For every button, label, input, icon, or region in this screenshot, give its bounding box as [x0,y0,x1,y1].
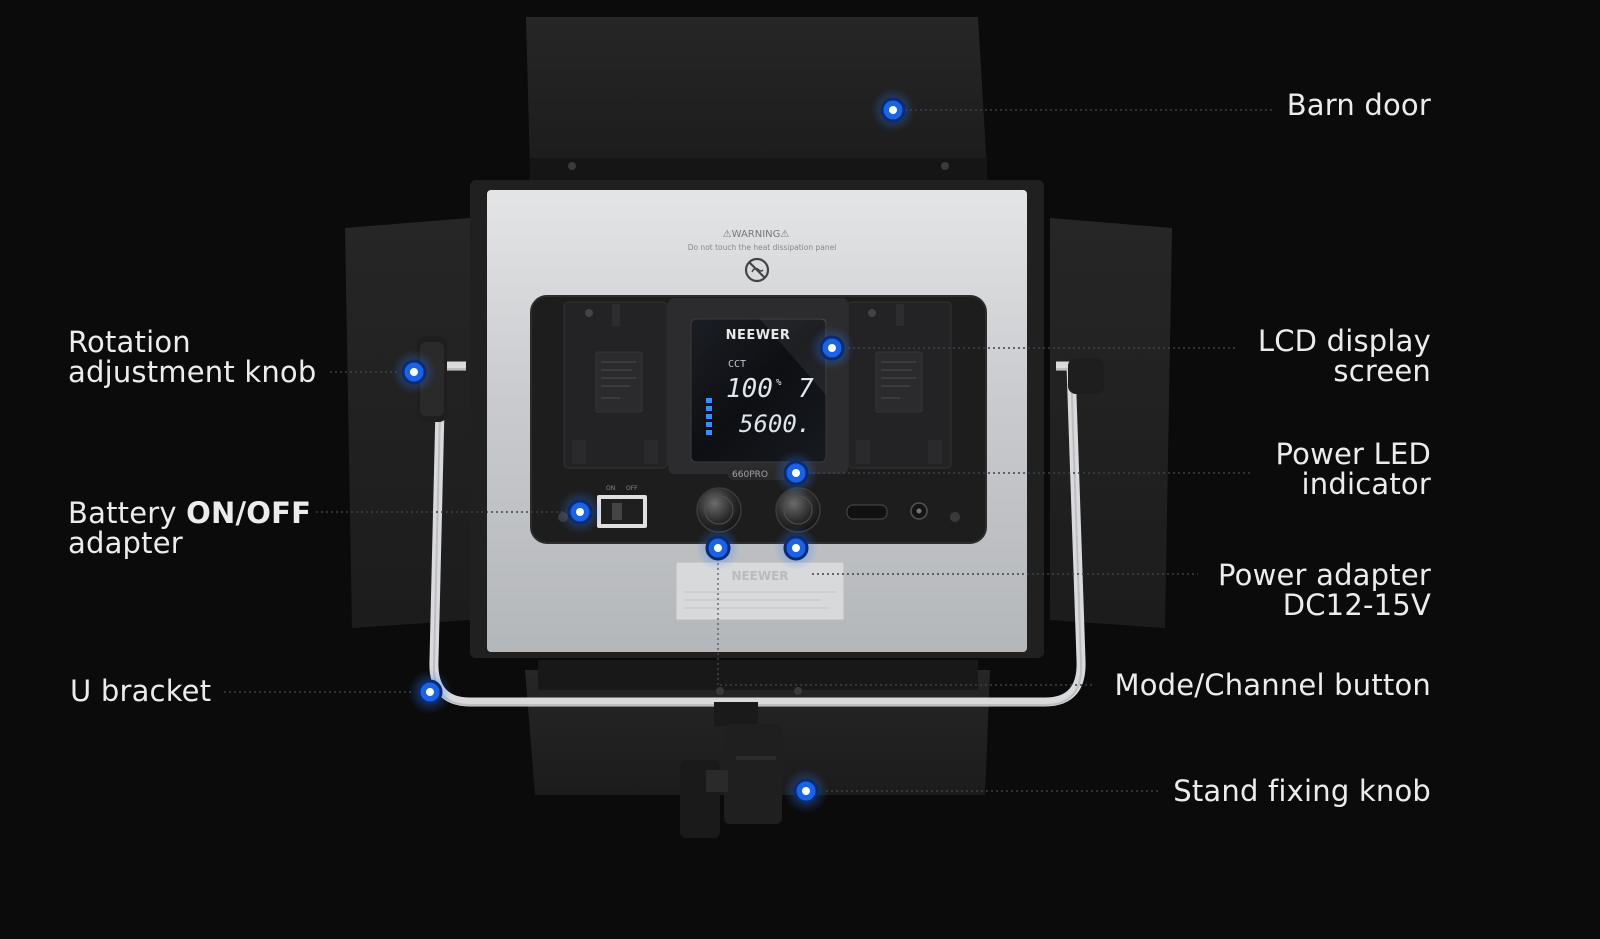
callout-barn-door-text: Barn door [1286,88,1431,122]
battery-slot-right [847,301,952,469]
battery-slot-left [563,301,668,469]
marker-stand-knob[interactable] [784,769,828,813]
callout-lcd-screen-line1: LCD display [1257,324,1431,358]
marker-barn-door[interactable] [871,88,915,132]
lcd-brightness: 100 [726,374,773,404]
screw [716,687,724,695]
marker-battery-switch[interactable] [558,490,602,534]
marker-lcd-screen[interactable] [810,326,854,370]
marker-power-led[interactable] [774,451,818,495]
barn-door-right [1050,218,1172,628]
lcd-mode: CCT [728,359,746,370]
screw [794,687,802,695]
brightness-knob[interactable] [696,487,742,533]
model-label: 660PRO [732,470,768,480]
marker-mode-button[interactable] [696,526,740,570]
hinge-screw [568,162,576,170]
lcd-display-screen [690,318,827,463]
barn-door-top [526,17,987,170]
callout-power-adapter-line1: Power adapter [1218,558,1431,592]
sticker-brand: NEEWER [731,569,788,583]
screw [950,512,960,522]
callout-rotation-knob-line2: adjustment knob [68,355,317,389]
callout-power-led-line1: Power LED [1275,437,1431,471]
callout-power-adapter: Power adapter DC12-15V [1218,560,1431,620]
warning-text: Do not touch the heat dissipation panel [688,243,837,252]
callout-rotation-knob-line1: Rotation [68,325,191,359]
battery-on-label: ON [606,485,615,492]
marker-power-adapter[interactable] [774,526,818,570]
callout-power-led-line2: indicator [1301,467,1431,501]
callout-lcd-screen: LCD display screen [1258,326,1431,386]
battery-off-label: OFF [626,485,638,492]
lcd-level-bar [706,398,712,435]
callout-battery-switch-line1: Battery ON/OFF [68,498,311,528]
callout-stand-knob-text: Stand fixing knob [1173,774,1431,808]
brand-logo: NEEWER [726,328,791,343]
dc-input-port [910,502,928,520]
hinge-screw [941,162,949,170]
callout-rotation-knob: Rotation adjustment knob [68,327,316,387]
lcd-channel: 7 [798,374,814,404]
lcd-glare [760,319,826,395]
callout-battery-switch-line2: adapter [68,526,183,560]
callout-u-bracket-text: U bracket [70,674,212,708]
bottom-bar [538,660,978,690]
callout-battery-switch-prefix: Battery [68,496,187,530]
callout-barn-door: Barn door [1287,90,1431,120]
warning-title: ⚠WARNING⚠ [723,229,790,240]
barn-door-left [345,218,470,628]
marker-rotation-knob[interactable] [392,350,436,394]
callout-power-adapter-line2: DC12-15V [1282,588,1431,622]
callout-power-led: Power LED indicator [1275,439,1431,499]
model-badge [728,467,788,480]
marker-u-bracket[interactable] [408,670,452,714]
lcd-temperature: 5600. [739,410,811,438]
callout-lcd-screen-line2: screen [1333,354,1431,388]
callout-u-bracket: U bracket [70,676,211,706]
no-touch-icon [744,257,770,283]
callout-mode-button: Mode/Channel button [1114,670,1431,700]
lcd-unit: % [776,378,782,388]
callout-stand-knob: Stand fixing knob [1173,776,1431,806]
usb-port [846,504,888,520]
barn-door-top-hinge [530,158,987,180]
rotation-knob-right[interactable] [1068,358,1104,394]
battery-switch[interactable]: ON OFF [597,485,647,528]
callout-battery-switch-emph: ON/OFF [186,496,312,530]
product-label-sticker [675,561,845,621]
callout-mode-button-text: Mode/Channel button [1114,668,1431,702]
stand-mount[interactable] [680,702,782,838]
callout-battery-switch: Battery ON/OFF adapter [68,498,311,558]
